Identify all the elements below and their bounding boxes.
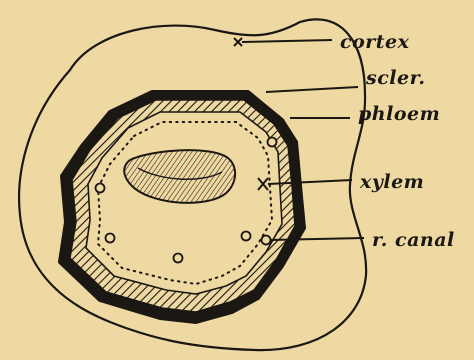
scler-leader-line [266, 87, 358, 92]
resin-canal [106, 234, 115, 243]
resin-canal [268, 138, 277, 147]
label-xylem: xylem [359, 171, 424, 193]
label-scler: scler. [365, 67, 425, 89]
resin-canal [242, 232, 251, 241]
cortex-marker [234, 38, 242, 46]
cortex-leader-line [242, 40, 332, 42]
resin-canal [96, 184, 105, 193]
label-phloem: phloem [358, 103, 440, 125]
resin-canal [262, 236, 271, 245]
label-r-canal: r. canal [372, 229, 455, 251]
label-cortex: cortex [340, 31, 410, 53]
resin-canal [174, 254, 183, 263]
